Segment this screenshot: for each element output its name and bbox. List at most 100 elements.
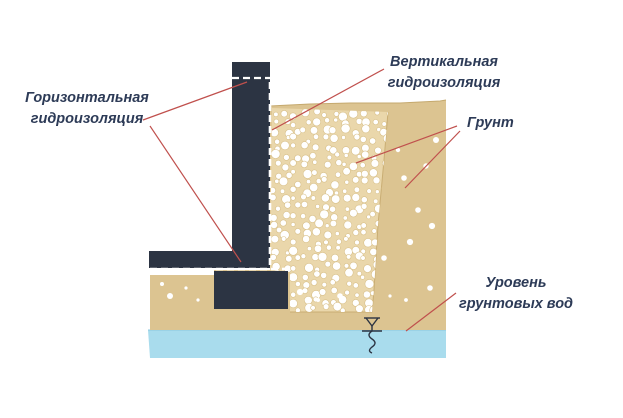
gravel-pebble [283, 154, 290, 161]
gravel-pebble [305, 119, 312, 126]
soil-particle [433, 137, 439, 143]
gravel-pebble [315, 203, 320, 209]
gravel-pebble [324, 260, 331, 268]
gravel-pebble [288, 298, 298, 309]
gravel-pebble [356, 154, 362, 159]
gravel-pebble [279, 188, 286, 194]
gravel-pebble [356, 271, 362, 277]
label-vertical-line1: Вертикальная [390, 54, 498, 70]
gravel-pebble [323, 239, 329, 246]
gravel-pebble [332, 302, 343, 312]
gravel-pebble [355, 304, 364, 312]
gravel-pebble [360, 229, 367, 236]
gravel-pebble [329, 279, 336, 286]
foundation-wall [232, 62, 270, 268]
soil-particle [354, 300, 358, 304]
gravel-pebble [346, 280, 353, 287]
gravel-pebble [300, 213, 306, 219]
gravel-pebble [360, 274, 365, 280]
gravel-pebble [295, 307, 301, 312]
gravel-pebble [359, 135, 367, 143]
gravel-pebble [276, 226, 283, 234]
gravel-pebble [312, 159, 318, 165]
gravel-pebble [317, 252, 328, 262]
gravel-pebble [354, 239, 360, 246]
gravel-pebble [353, 186, 361, 193]
gravel-pebble [341, 135, 346, 140]
gravel-pebble [275, 205, 281, 212]
gravel-pebble [309, 152, 317, 160]
gravel-pebble [309, 126, 319, 135]
gravel-pebble [345, 254, 352, 260]
soil-particle [316, 298, 320, 302]
gravel-pebble [302, 221, 311, 230]
gravel-pebble [288, 272, 298, 282]
gravel-pebble [321, 176, 328, 183]
gravel-pebble [300, 141, 309, 150]
gravel-pebble [310, 195, 316, 201]
gravel-pebble [279, 219, 287, 227]
gravel-pebble [339, 307, 346, 312]
gravel-pebble [343, 263, 350, 269]
leader-soil-gravel [355, 125, 458, 164]
gravel-pebble [361, 176, 369, 185]
gravel-pebble [374, 146, 382, 155]
gravel-pebble [353, 133, 361, 141]
gravel-pebble [340, 123, 351, 134]
gravel-pebble [289, 185, 297, 193]
gravel-pebble [374, 189, 380, 194]
gravel-pebble [369, 137, 377, 145]
gravel-pebble [352, 229, 360, 236]
gravel-pebble [290, 265, 297, 272]
gravel-pebble [305, 179, 311, 185]
label-soil: Грунт [467, 113, 514, 134]
gravel-pebble [335, 245, 341, 251]
gravel-pebble [348, 161, 358, 171]
gravel-pebble [343, 193, 352, 203]
gravel-pebble [360, 255, 366, 261]
gravel-pebble [280, 140, 290, 151]
gravel-pebble [341, 161, 347, 167]
soil-particle [427, 285, 433, 291]
gravel-pebble [343, 220, 353, 230]
leader-horizontal-top [142, 81, 248, 121]
gravel-pebble [366, 214, 371, 220]
label-groundwater-line1: Уровень [485, 275, 547, 291]
gravel-pebble [294, 281, 301, 287]
gravel-pebble [289, 132, 297, 141]
gravel-pebble [333, 117, 339, 123]
label-horizontal-line2: гидроизоляция [30, 111, 144, 127]
gravel-pebble [335, 238, 342, 245]
gravel-pebble [325, 244, 332, 251]
gravel-pebble [329, 146, 338, 155]
gravel-pebble [302, 169, 313, 179]
gravel-pebble [372, 176, 381, 185]
gravel-pebble [285, 171, 293, 179]
gravel-pebble [354, 292, 360, 298]
gravel-pebble [290, 238, 297, 246]
gravel-pebble [270, 220, 278, 229]
soil-particle [167, 293, 173, 299]
gravel-pebble [370, 159, 380, 168]
leader-groundwater [405, 292, 457, 332]
gravel-pebble [381, 121, 387, 127]
gravel-pebble [359, 162, 366, 169]
gravel-pebble [342, 167, 351, 176]
label-soil-text: Грунт [467, 115, 514, 131]
water-level-marker [362, 317, 382, 354]
gravel-pebble [290, 169, 296, 175]
gravel-pebble [270, 253, 277, 261]
gravel-pebble [360, 222, 367, 229]
gravel-pebble [330, 253, 339, 262]
soil-particle [428, 222, 436, 230]
gravel-pebble [309, 183, 319, 193]
gravel-pebble [274, 178, 280, 184]
gravel-pebble [299, 126, 306, 134]
gravel-pebble [344, 179, 350, 185]
label-horizontal-line1: Горизонтальная [25, 90, 149, 106]
gravel-pebble [371, 228, 377, 234]
gravel-pebble [321, 112, 327, 118]
leader-lines [142, 68, 461, 332]
gravel-pebble [330, 180, 340, 190]
